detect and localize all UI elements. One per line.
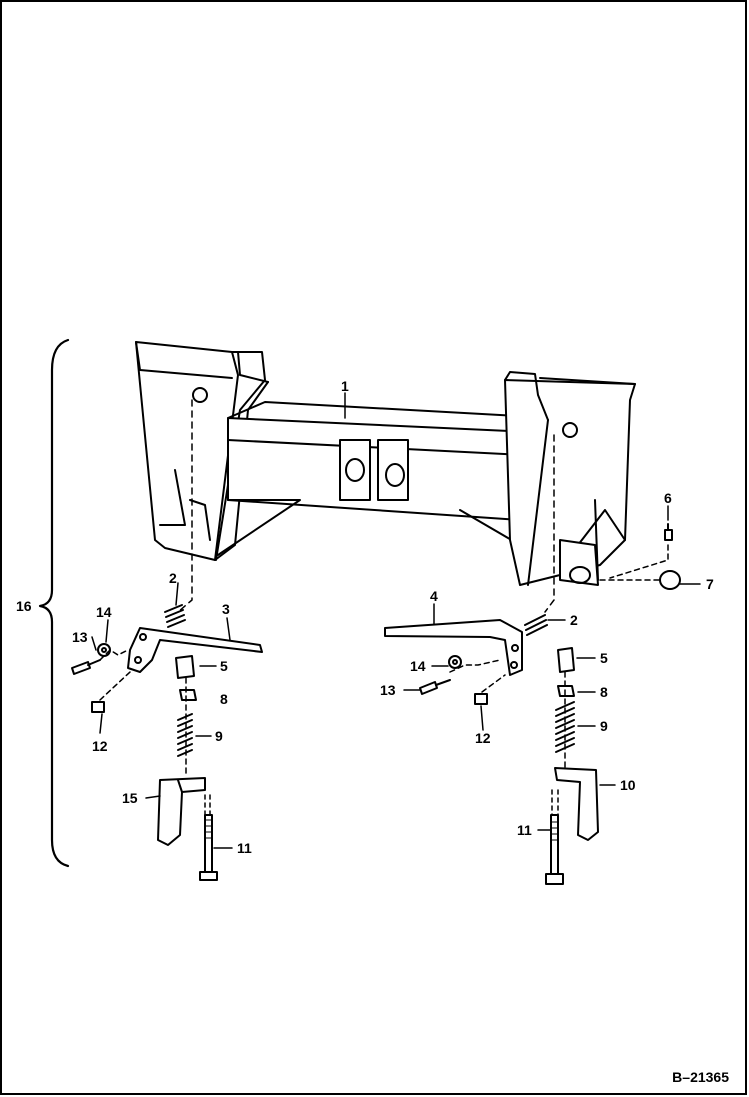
callout-8-right: 8 bbox=[600, 684, 608, 700]
callout-12-left: 12 bbox=[92, 738, 108, 754]
figure-reference: B–21365 bbox=[672, 1069, 729, 1085]
right-assembly bbox=[384, 434, 681, 885]
callout-7: 7 bbox=[706, 576, 714, 592]
callouts: 1 2 3 14 13 5 8 12 9 15 11 16 4 2 5 14 1… bbox=[16, 378, 714, 856]
callout-13-right: 13 bbox=[380, 682, 396, 698]
mounting-frame bbox=[135, 341, 636, 586]
callout-9-left: 9 bbox=[215, 728, 223, 744]
callout-5-left: 5 bbox=[220, 658, 228, 674]
callout-11-left: 11 bbox=[237, 840, 252, 856]
callout-8-left: 8 bbox=[220, 691, 228, 707]
assembly-bracket-16 bbox=[38, 338, 70, 868]
callout-14-right: 14 bbox=[410, 658, 426, 674]
callout-1: 1 bbox=[341, 378, 349, 394]
callout-13-left: 13 bbox=[72, 629, 88, 645]
callout-6: 6 bbox=[664, 490, 672, 506]
callout-4: 4 bbox=[430, 588, 438, 604]
callout-3: 3 bbox=[222, 601, 230, 617]
callout-11-right: 11 bbox=[517, 822, 532, 838]
callout-5-right: 5 bbox=[600, 650, 608, 666]
callout-10: 10 bbox=[620, 777, 636, 793]
callout-16: 16 bbox=[16, 598, 32, 614]
callout-15: 15 bbox=[122, 790, 138, 806]
callout-14-left: 14 bbox=[96, 604, 112, 620]
callout-9-right: 9 bbox=[600, 718, 608, 734]
callout-12-right: 12 bbox=[475, 730, 491, 746]
leader-lines bbox=[91, 392, 701, 849]
callout-2-left: 2 bbox=[169, 570, 177, 586]
callout-2-right: 2 bbox=[570, 612, 578, 628]
left-assembly bbox=[71, 399, 263, 881]
